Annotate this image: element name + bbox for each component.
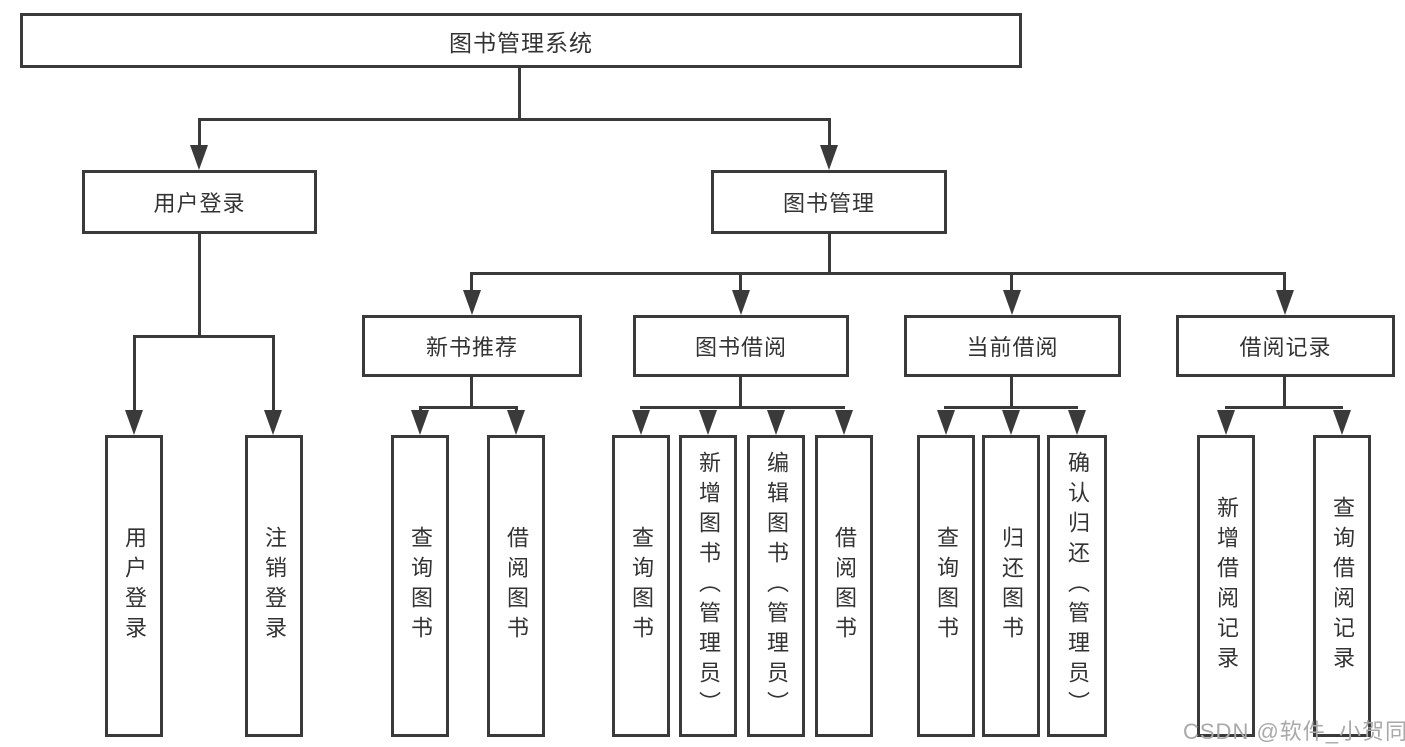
node-new-book-recommendation: 新书推荐 [362,315,582,377]
arrow-down-icon [125,410,143,435]
leaf-borrow-books-recommend: 借阅图书 [487,435,545,737]
arrow-down-icon [190,145,208,170]
connector-user-login-rail [133,335,275,338]
leaf-label: 新增借阅记录 [1214,496,1239,676]
connector-stem [1010,377,1013,408]
connector-stem-new-book [470,272,473,292]
arrow-down-icon [411,410,429,435]
leaf-label: 编辑图书（管理员） [764,451,789,721]
leaf-add-books-admin: 新增图书（管理员） [679,435,737,737]
node-label: 图书借阅 [694,335,787,360]
connector-stem-book-management [828,118,831,148]
connector-stem-book-borrowing [739,272,742,292]
arrow-down-icon [835,410,853,435]
connector-rail [419,406,518,409]
leaf-label: 归还图书 [999,526,1024,646]
connector-stem [470,377,473,408]
leaf-label: 借阅图书 [832,526,857,646]
arrow-down-icon [264,410,282,435]
arrow-down-icon [767,410,785,435]
connector-rail [944,406,1078,409]
connector-level3-rail [471,272,1286,275]
leaf-label: 查询图书 [629,526,654,646]
leaf-label: 查询借阅记录 [1330,496,1355,676]
arrow-down-icon [463,290,481,315]
leaf-label: 确认归还（管理员） [1065,451,1090,721]
connector-level2-rail [198,118,831,121]
node-label: 当前借阅 [966,335,1059,360]
node-book-borrowing: 图书借阅 [633,315,849,377]
arrow-down-icon [1217,410,1235,435]
node-current-borrowing: 当前借阅 [904,315,1121,377]
arrow-down-icon [1333,410,1351,435]
arrow-down-icon [937,410,955,435]
arrow-down-icon [820,145,838,170]
connector-stem-logout-leaf [272,335,275,412]
connector-rail [640,406,845,409]
arrow-down-icon [1002,410,1020,435]
leaf-label: 新增图书（管理员） [696,451,721,721]
csdn-watermark: CSDN @软件_小贺同学 [1183,719,1405,744]
arrow-down-icon [1276,290,1294,315]
connector-stem-login-leaf [133,335,136,412]
connector-stem-user-login [198,118,201,148]
leaf-label: 用户登录 [122,526,147,646]
leaf-label: 查询图书 [408,526,433,646]
leaf-query-borrowing-record: 查询借阅记录 [1313,435,1371,737]
connector-stem-current-borrowing [1010,272,1013,292]
node-label: 新书推荐 [425,335,518,360]
node-borrowing-records: 借阅记录 [1176,315,1395,377]
leaf-query-books-borrowing: 查询图书 [612,435,670,737]
node-book-management: 图书管理 [711,170,947,234]
arrow-down-icon [1003,290,1021,315]
leaf-label: 借阅图书 [504,526,529,646]
connector-stem-borrowing-records [1283,272,1286,292]
node-book-management-system: 图书管理系统 [20,13,1022,68]
leaf-query-books-recommend: 查询图书 [391,435,449,737]
connector-rail [1225,406,1343,409]
leaf-query-books-current: 查询图书 [917,435,975,737]
arrow-down-icon [1068,410,1086,435]
arrow-down-icon [732,290,750,315]
connector-book-management-stem [828,234,831,274]
leaf-confirm-return-admin: 确认归还（管理员） [1047,435,1107,737]
node-label: 图书管理系统 [449,29,593,56]
connector-stem [739,377,742,408]
leaf-return-books: 归还图书 [982,435,1040,737]
connector-stem [1283,377,1286,408]
leaf-logout: 注销登录 [245,435,303,737]
leaf-borrow-books-borrowing: 借阅图书 [815,435,873,737]
leaf-label: 查询图书 [934,526,959,646]
connector-user-login-stem [198,234,201,337]
arrow-down-icon [699,410,717,435]
connector-root-stem [518,68,521,120]
node-label: 图书管理 [782,191,875,216]
leaf-user-login: 用户登录 [105,435,163,737]
leaf-label: 注销登录 [262,526,287,646]
arrow-down-icon [507,410,525,435]
leaf-edit-books-admin: 编辑图书（管理员） [747,435,805,737]
node-label: 借阅记录 [1239,335,1332,360]
node-user-login: 用户登录 [82,170,317,234]
leaf-add-borrowing-record: 新增借阅记录 [1197,435,1255,737]
arrow-down-icon [632,410,650,435]
node-label: 用户登录 [153,191,246,216]
